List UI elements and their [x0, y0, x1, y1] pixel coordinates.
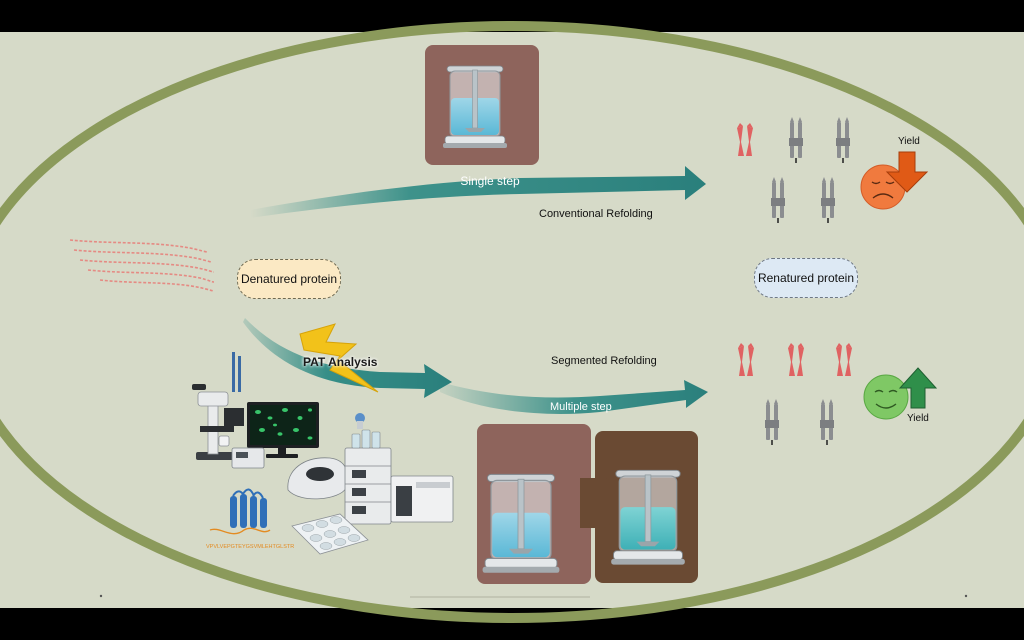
single-step-arrow [250, 166, 706, 218]
single-reactor-panel [425, 45, 539, 165]
reactor-vessel-icon [610, 469, 686, 566]
pat-analysis-label: PAT Analysis [303, 355, 378, 369]
yield-label-bottom: Yield [907, 413, 929, 424]
multiple-step-arrow [440, 380, 708, 414]
pat-arrow [243, 318, 452, 398]
monitor-icon [247, 402, 319, 458]
yield-up-arrow-icon [898, 367, 938, 409]
denatured-strands [69, 239, 215, 292]
segmented-refolding-label: Segmented Refolding [551, 355, 657, 367]
yield-down-arrow-icon [885, 151, 929, 193]
microscope-icon [192, 384, 234, 460]
segmented-reactor-panel [477, 424, 698, 584]
happy-face-icon [863, 374, 909, 420]
chromatography-system-icon [344, 413, 454, 525]
protein-structure-icon [209, 488, 271, 535]
denatured-protein-label: Denatured protein [237, 259, 341, 299]
reactor-vessel-icon [442, 65, 508, 149]
well-plate-icon [291, 513, 369, 555]
sequence-text: VPVLVEPGTEYGSVMLEHTGLSTR [206, 544, 294, 550]
renatured-protein-label: Renatured protein [754, 258, 858, 298]
cell-ellipse [0, 21, 1024, 623]
multiple-step-label: Multiple step [550, 401, 612, 413]
lab-equipment: VPVLVEPGTEYGSVMLEHTGLSTR [192, 352, 454, 555]
conventional-refolding-label: Conventional Refolding [539, 208, 653, 220]
probe-icon [232, 352, 241, 392]
yield-label-top: Yield [898, 136, 920, 147]
reactor-vessel-icon [482, 473, 561, 574]
lightning-bolt-icon [299, 323, 379, 393]
single-step-label: Single step [460, 174, 520, 188]
